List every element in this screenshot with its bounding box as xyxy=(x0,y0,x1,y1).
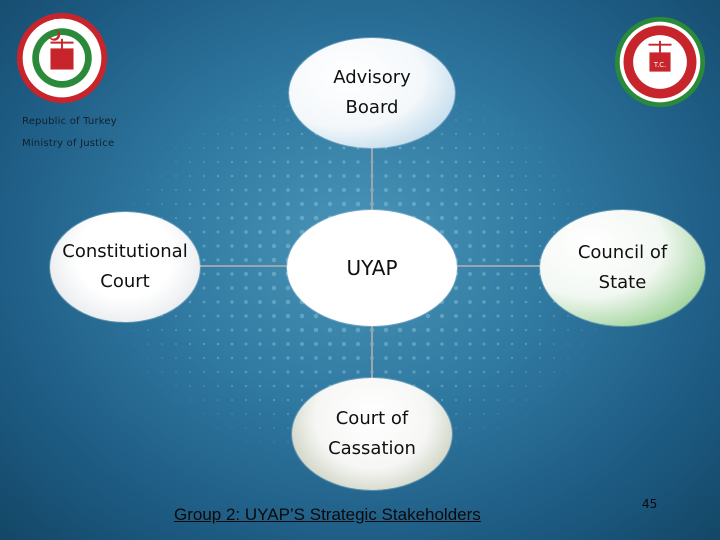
justice-ministry-seal-icon: T.C. xyxy=(14,10,110,106)
node-label: Court of xyxy=(335,408,409,429)
node-label: Constitutional xyxy=(62,241,188,262)
node-label: Board xyxy=(345,97,399,118)
node-constitutional-court: Constitutional Court xyxy=(50,212,200,322)
node-label: Advisory xyxy=(333,67,411,88)
svg-text:T.C.: T.C. xyxy=(653,61,666,69)
node-label: State xyxy=(598,272,647,293)
node-council-of-state: Council of State xyxy=(540,210,705,326)
svg-text:T.C.: T.C. xyxy=(53,18,70,28)
node-label: Court xyxy=(100,271,150,292)
caption-country: Republic of Turkey xyxy=(22,116,117,127)
page-number: 45 xyxy=(642,497,658,511)
node-advisory-board: Advisory Board xyxy=(289,38,455,148)
node-label: Cassation xyxy=(328,438,416,459)
caption-ministry: Ministry of Justice xyxy=(22,138,115,149)
justice-ministry-seal-icon: T.C. xyxy=(612,14,708,110)
slide-title: Group 2: UYAP’S Strategic Stakeholders xyxy=(174,505,481,524)
node-label: Council of xyxy=(577,242,668,263)
node-label: UYAP xyxy=(346,256,398,280)
node-uyap: UYAP xyxy=(287,210,457,326)
node-court-of-cassation: Court of Cassation xyxy=(292,378,452,490)
